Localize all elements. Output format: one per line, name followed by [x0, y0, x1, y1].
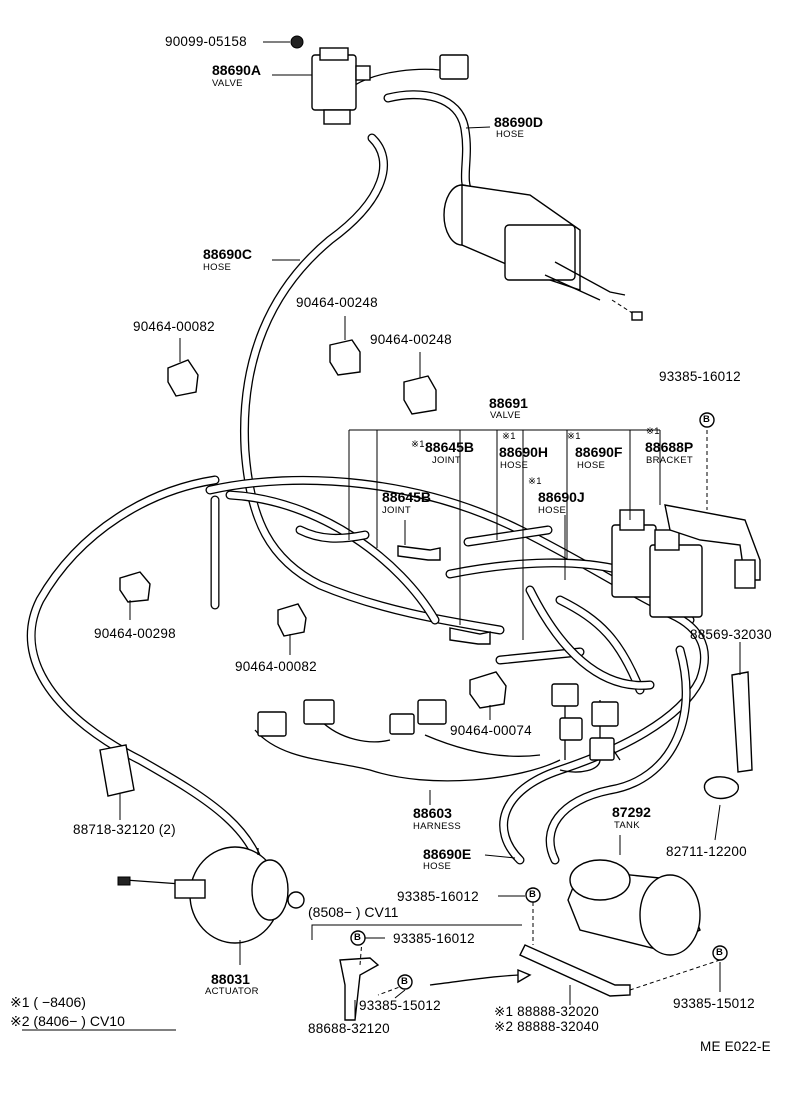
note-1: ※1 ( −8406) — [10, 994, 86, 1010]
label-88888-32040: ※2 88888-32040 — [494, 1019, 599, 1034]
label-90464-00082-a: 90464-00082 — [133, 319, 215, 334]
label-88688-32120: 88688-32120 — [308, 1021, 390, 1036]
label-88690f: 88690F — [575, 444, 623, 460]
label-90464-00248-a: 90464-00248 — [296, 295, 378, 310]
label-82711-12200: 82711-12200 — [666, 844, 747, 859]
label-88690e: 88690E — [423, 846, 472, 862]
label-mark-1c: ※1 — [567, 431, 581, 442]
label-90464-00298: 90464-00298 — [94, 626, 176, 641]
label-hose-d: HOSE — [496, 129, 525, 140]
label-hose-j: HOSE — [538, 505, 567, 516]
label-93385-16012-b: 93385-16012 — [397, 889, 479, 904]
bracket-88688-32120 — [339, 957, 532, 1021]
label-harness: HARNESS — [413, 821, 462, 832]
label-88031: 88031 — [211, 971, 250, 987]
label-90464-00074: 90464-00074 — [450, 723, 532, 738]
valve-88690a-drawing — [290, 35, 469, 125]
actuator-top-drawing — [443, 184, 643, 321]
label-88690c: 88690C — [203, 246, 253, 262]
label-93385-15012-a: 93385-15012 — [359, 998, 441, 1013]
label-88688p: 88688P — [645, 439, 694, 455]
bolt-mark-4: B — [401, 976, 409, 987]
actuator-88031-drawing — [117, 846, 305, 944]
label-88690a: 88690A — [212, 62, 262, 78]
label-88603: 88603 — [413, 805, 452, 821]
label-valve-top: VALVE — [212, 78, 243, 89]
bolt-mark-2: B — [529, 889, 537, 900]
label-cv11-range: (8508− ) CV11 — [308, 904, 399, 920]
label-mark-1d: ※1 — [646, 426, 660, 437]
reference-code: ME E022-E — [700, 1039, 771, 1054]
label-88645b-1: 88645B — [425, 439, 475, 455]
label-hose-c: HOSE — [203, 262, 232, 273]
connectors — [257, 683, 619, 761]
bolt-mark-5: B — [716, 947, 724, 958]
label-mark-1e: ※1 — [528, 476, 542, 487]
cv11-bracket-lines — [22, 924, 522, 1031]
label-87292: 87292 — [612, 804, 651, 820]
label-88690j: 88690J — [538, 489, 585, 505]
label-88690h: 88690H — [499, 444, 549, 460]
label-90464-00082-b: 90464-00082 — [235, 659, 317, 674]
leader-lines — [119, 41, 741, 1018]
clips — [99, 339, 739, 800]
tank-87292-drawing — [519, 859, 701, 997]
label-hose-f: HOSE — [577, 460, 606, 471]
bolt-mark-3: B — [354, 932, 362, 943]
label-88718-32120: 88718-32120 (2) — [73, 822, 176, 837]
label-bracket: BRACKET — [646, 455, 693, 466]
note-2: ※2 (8406− ) CV10 — [10, 1013, 125, 1029]
joints — [397, 545, 491, 645]
label-actuator: ACTUATOR — [205, 986, 259, 997]
label-88888-32020: ※1 88888-32020 — [494, 1004, 599, 1019]
label-valve-mid: VALVE — [490, 410, 521, 421]
label-88690d: 88690D — [494, 114, 544, 130]
label-93385-16012-c: 93385-16012 — [393, 931, 475, 946]
label-93385-15012-b: 93385-15012 — [673, 996, 755, 1011]
label-88569-32030: 88569-32030 — [690, 627, 772, 642]
label-hose-e: HOSE — [423, 861, 452, 872]
label-hose-h: HOSE — [500, 460, 529, 471]
label-90099-05158: 90099-05158 — [165, 34, 247, 49]
valve-88691-drawing — [611, 430, 761, 618]
label-88691: 88691 — [489, 395, 528, 411]
label-tank: TANK — [614, 820, 640, 831]
bolt-mark-1: B — [703, 414, 711, 425]
label-88645b-2: 88645B — [382, 489, 432, 505]
strap-88569 — [731, 650, 753, 773]
label-mark-1a: ※1 — [411, 439, 425, 450]
label-joint-1: JOINT — [432, 455, 461, 466]
label-joint-2: JOINT — [382, 505, 411, 516]
label-93385-16012-a: 93385-16012 — [659, 369, 741, 384]
label-mark-1b: ※1 — [502, 431, 516, 442]
bolt-markers — [350, 412, 728, 990]
hose-lines — [26, 90, 709, 895]
label-90464-00248-b: 90464-00248 — [370, 332, 452, 347]
